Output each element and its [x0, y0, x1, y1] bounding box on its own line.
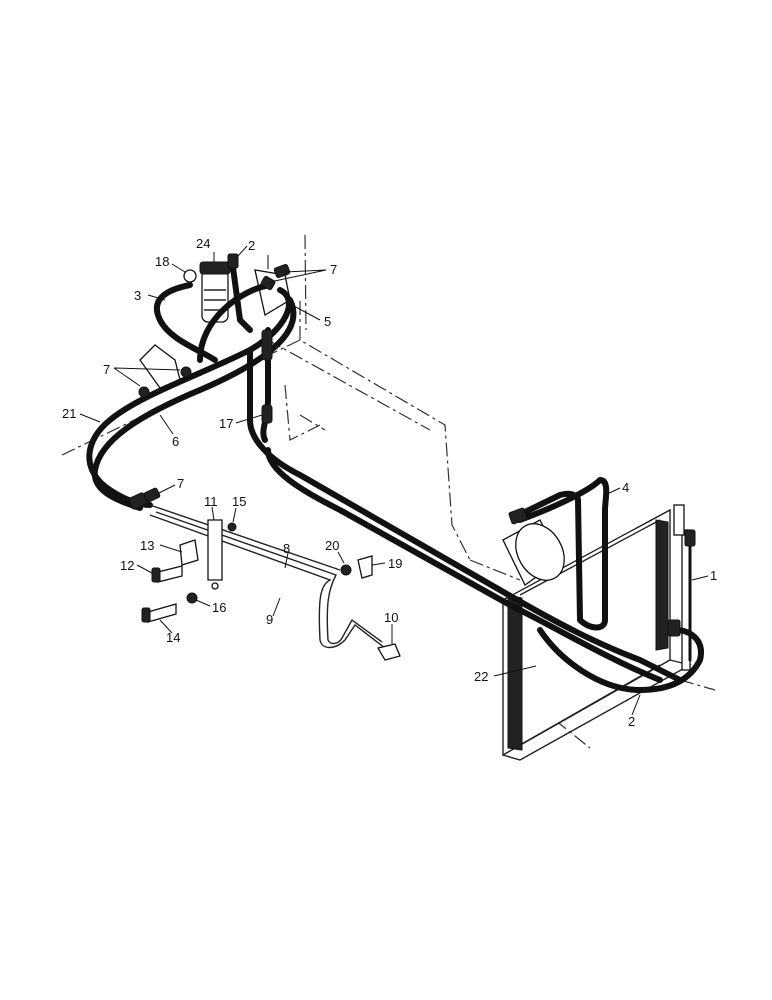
callout-20: 20 [325, 538, 339, 553]
callout-19: 19 [388, 556, 402, 571]
cylinder-right [502, 519, 565, 586]
callout-9: 9 [266, 612, 273, 627]
callout-labels: 24 2 18 7 3 5 7 21 6 17 4 7 11 15 13 8 2… [62, 236, 717, 729]
filter-assembly [199, 261, 231, 323]
callout-1: 1 [710, 568, 717, 583]
callout-16: 16 [212, 600, 226, 615]
callout-21: 21 [62, 406, 76, 421]
callout-5: 5 [324, 314, 331, 329]
callout-2-bottom: 2 [628, 714, 635, 729]
callout-13: 13 [140, 538, 154, 553]
callout-10: 10 [384, 610, 398, 625]
callout-11: 11 [204, 494, 218, 509]
callout-24: 24 [196, 236, 210, 251]
hoses [86, 257, 704, 693]
small-parts [141, 269, 401, 661]
callout-8: 8 [283, 541, 290, 556]
callout-14: 14 [166, 630, 180, 645]
oil-cooler [502, 504, 692, 761]
leader-lines [79, 245, 709, 716]
callout-7-mid: 7 [177, 476, 184, 491]
callout-18: 18 [155, 254, 169, 269]
callout-6: 6 [172, 434, 179, 449]
callout-2-top: 2 [248, 238, 255, 253]
callout-17: 17 [219, 416, 233, 431]
callout-12: 12 [120, 558, 134, 573]
callout-3: 3 [134, 288, 141, 303]
tube-assembly [149, 504, 386, 649]
callout-15: 15 [232, 494, 246, 509]
callout-4: 4 [622, 480, 629, 495]
callout-7-left: 7 [103, 362, 110, 377]
callout-22: 22 [474, 669, 488, 684]
fittings [128, 253, 696, 637]
callout-7-top: 7 [330, 262, 337, 277]
